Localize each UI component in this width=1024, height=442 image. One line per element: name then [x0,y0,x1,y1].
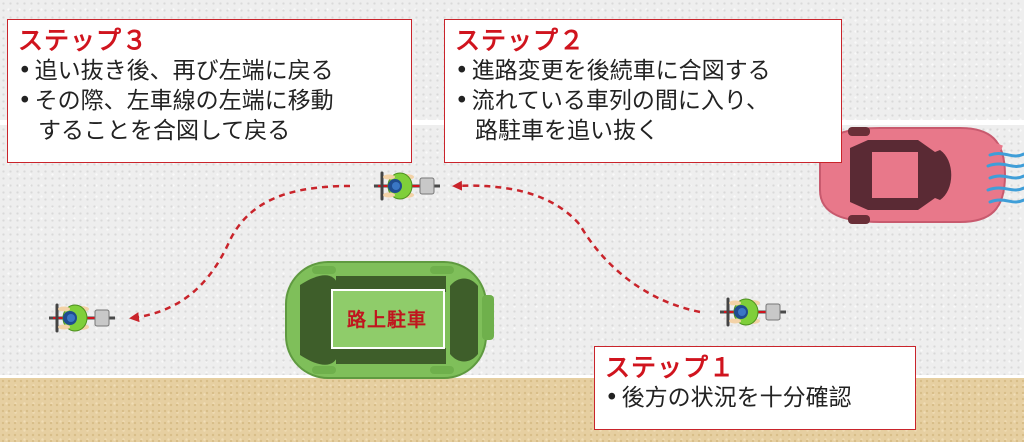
step-3-line-3: することを合図して戻る [38,118,291,144]
step-1-title: ステップ１ [605,353,736,382]
bullet-icon: • [455,88,469,114]
cyclist-icon-end [47,303,117,333]
cyclist-route-right-segment [452,180,701,314]
bullet-icon: • [455,58,469,84]
moving-car-icon [819,127,1007,224]
step-1-line-1: •後方の状況を十分確認 [605,385,852,411]
parked-car-label: 路上駐車 [346,308,427,331]
step-2-callout: ステップ２ •進路変更を後続車に合図する •流れている車列の間に入り、 路駐車を… [444,19,842,163]
step-2-line-1: •進路変更を後続車に合図する [455,58,771,84]
bullet-icon: • [18,88,32,114]
step-3-callout: ステップ３ •追い抜き後、再び左端に戻る •その際、左車線の左端に移動 すること… [7,19,412,163]
step-2-line-3: 路駐車を追い抜く [475,118,659,144]
curb-line [0,375,1024,378]
parked-car-icon [285,261,494,379]
step-3-title: ステップ３ [18,26,149,55]
wind-lines-icon [986,152,1024,204]
step-3-line-1: •追い抜き後、再び左端に戻る [18,58,334,84]
cyclist-route-left-segment [129,184,351,323]
cyclist-icon-middle [372,171,442,201]
step-2-line-2: •流れている車列の間に入り、 [455,88,769,114]
step-3-line-2: •その際、左車線の左端に移動 [18,88,334,114]
step-2-title: ステップ２ [455,26,586,55]
bullet-icon: • [18,58,32,84]
bullet-icon: • [605,385,619,411]
cyclist-icon-start [718,297,788,327]
step-1-callout: ステップ１ •後方の状況を十分確認 [594,346,916,430]
